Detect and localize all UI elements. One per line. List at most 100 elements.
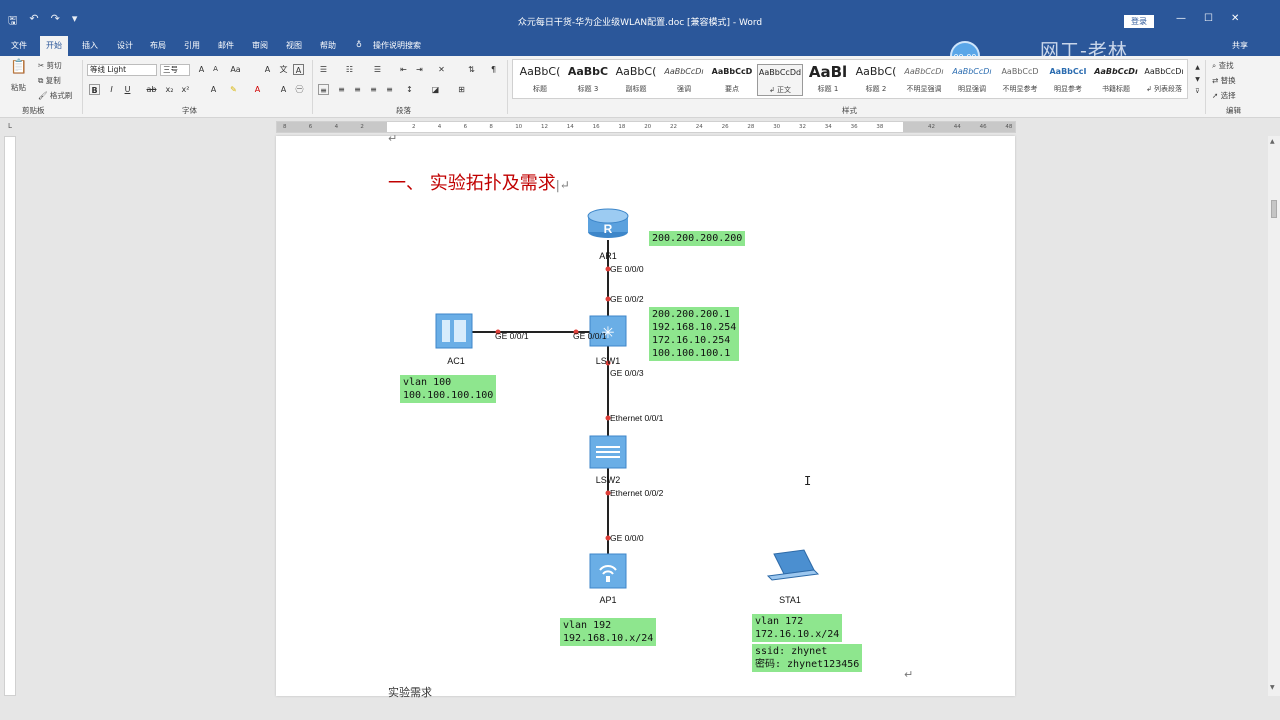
line-spacing-icon[interactable]: ↕ [406, 85, 413, 94]
undo-icon[interactable]: ↶ [29, 12, 39, 25]
tab-view[interactable]: 视图 [286, 41, 302, 50]
align-center-icon[interactable]: ≡ [338, 85, 345, 94]
tab-insert[interactable]: 插入 [82, 41, 98, 50]
minimize-icon[interactable]: — [1176, 13, 1186, 24]
heading-1[interactable]: 一、 实验拓扑及需求|↵ [388, 169, 570, 195]
bullets-icon[interactable]: ☰ [319, 65, 328, 74]
port-label: GE 0/0/3 [610, 368, 644, 378]
enclose-char-icon[interactable]: ㊀ [295, 85, 304, 94]
tell-me-search[interactable]: 操作说明搜索 [373, 41, 421, 50]
vertical-ruler[interactable] [4, 136, 16, 696]
replace-button[interactable]: ⇄ 替换 [1212, 75, 1236, 86]
strikethrough-icon[interactable]: ab [146, 85, 157, 94]
tab-file[interactable]: 文件 [11, 41, 27, 50]
tab-home[interactable]: 开始 [40, 36, 68, 56]
style-item[interactable]: AaBbC(标题 [517, 64, 563, 94]
styles-scroll-up-icon[interactable]: ▲ [1195, 64, 1200, 71]
tab-review[interactable]: 审阅 [252, 41, 268, 50]
style-sample: AaBbCcDı [664, 67, 704, 76]
close-icon[interactable]: ✕ [1230, 13, 1240, 24]
scroll-down-icon[interactable]: ▼ [1270, 684, 1275, 691]
borders-icon[interactable]: ⊞ [458, 85, 465, 94]
share-button[interactable]: 共享 [1232, 41, 1248, 50]
tab-help[interactable]: 帮助 [320, 41, 336, 50]
mouse-cursor-icon: I [804, 474, 812, 488]
increase-indent-icon[interactable]: ⇥ [416, 65, 423, 74]
change-case-icon[interactable]: Aa [230, 65, 241, 74]
font-family-select[interactable]: 等线 Light [87, 64, 157, 76]
tab-design[interactable]: 设计 [117, 41, 133, 50]
chinese-layout-icon[interactable]: ✕ [438, 65, 445, 74]
shrink-font-icon[interactable]: A [213, 65, 218, 73]
customize-qat-icon[interactable]: ▾ [71, 12, 78, 25]
bold-icon[interactable]: B [89, 84, 100, 95]
style-item[interactable]: AaBbCcDd↲ 正文 [757, 64, 803, 96]
scroll-thumb[interactable] [1271, 200, 1277, 218]
tab-references[interactable]: 引用 [184, 41, 200, 50]
styles-group-label: 样式 [842, 106, 857, 115]
vertical-scrollbar[interactable]: ▲ ▼ [1268, 136, 1280, 696]
distribute-icon[interactable]: ≡ [386, 85, 393, 94]
copy-button[interactable]: ⧉ 复制 [38, 75, 61, 86]
decrease-indent-icon[interactable]: ⇤ [400, 65, 407, 74]
font-color-icon[interactable]: A [254, 85, 261, 94]
shading-icon[interactable]: ◪ [431, 85, 440, 94]
font-size-select[interactable]: 三号 [160, 64, 190, 76]
find-button[interactable]: ⌕ 查找 [1212, 60, 1234, 71]
style-name: 标题 2 [865, 85, 887, 93]
italic-icon[interactable]: I [110, 85, 113, 94]
highlight-icon[interactable]: ✎ [230, 85, 237, 94]
show-marks-icon[interactable]: ¶ [490, 65, 497, 74]
numbering-icon[interactable]: ☷ [345, 65, 354, 74]
maximize-icon[interactable]: ☐ [1204, 13, 1213, 24]
document-page[interactable]: ↵ 一、 实验拓扑及需求|↵ R [276, 132, 1015, 699]
style-item[interactable]: AaBbCcDı↲ 列表段落 [1141, 64, 1187, 94]
section-text[interactable]: 实验需求 [388, 686, 432, 699]
paste-icon[interactable]: 📋 [10, 59, 28, 75]
redo-icon[interactable]: ↷ [50, 12, 60, 25]
paste-label[interactable]: 粘贴 [11, 83, 26, 92]
clipboard-group-label: 剪贴板 [22, 106, 45, 115]
tab-layout[interactable]: 布局 [150, 41, 166, 50]
multilevel-list-icon[interactable]: ☰ [373, 65, 382, 74]
format-painter-button[interactable]: 🖌 格式刷 [38, 90, 72, 101]
grow-font-icon[interactable]: A [198, 65, 205, 74]
sort-icon[interactable]: ⇅ [468, 65, 475, 74]
cut-button[interactable]: ✂ 剪切 [38, 60, 62, 71]
justify-icon[interactable]: ≡ [370, 85, 377, 94]
save-icon[interactable]: 🖫 [8, 14, 18, 27]
underline-icon[interactable]: U [124, 85, 131, 94]
clear-format-icon[interactable]: A [264, 65, 271, 74]
style-name: ↲ 列表段落 [1145, 85, 1183, 93]
superscript-icon[interactable]: x² [181, 85, 190, 94]
login-button[interactable]: 登录 [1124, 15, 1154, 28]
style-item[interactable]: AaBbC(标题 2 [853, 64, 899, 94]
phonetic-guide-icon[interactable]: 文 [279, 65, 288, 74]
style-item[interactable]: AaBbC(副标题 [613, 64, 659, 94]
tab-selector[interactable]: L [8, 122, 12, 130]
align-right-icon[interactable]: ≡ [354, 85, 361, 94]
text-effects-icon[interactable]: A [210, 85, 217, 94]
subscript-icon[interactable]: x₂ [165, 85, 174, 94]
align-left-icon[interactable]: ≡ [318, 84, 329, 95]
styles-more-icon[interactable]: ⊽ [1195, 88, 1200, 95]
access-controller-icon [435, 313, 473, 349]
scroll-up-icon[interactable]: ▲ [1270, 138, 1275, 145]
character-border-icon[interactable]: A [293, 64, 304, 75]
note-ap1: vlan 192 192.168.10.x/24 [560, 618, 657, 646]
select-button[interactable]: ➚ 选择 [1212, 90, 1236, 101]
styles-scroll-down-icon[interactable]: ▼ [1195, 76, 1200, 83]
char-shading-icon[interactable]: A [280, 85, 287, 94]
tab-mailings[interactable]: 邮件 [218, 41, 234, 50]
ruler-tick-label: 8 [489, 124, 493, 130]
